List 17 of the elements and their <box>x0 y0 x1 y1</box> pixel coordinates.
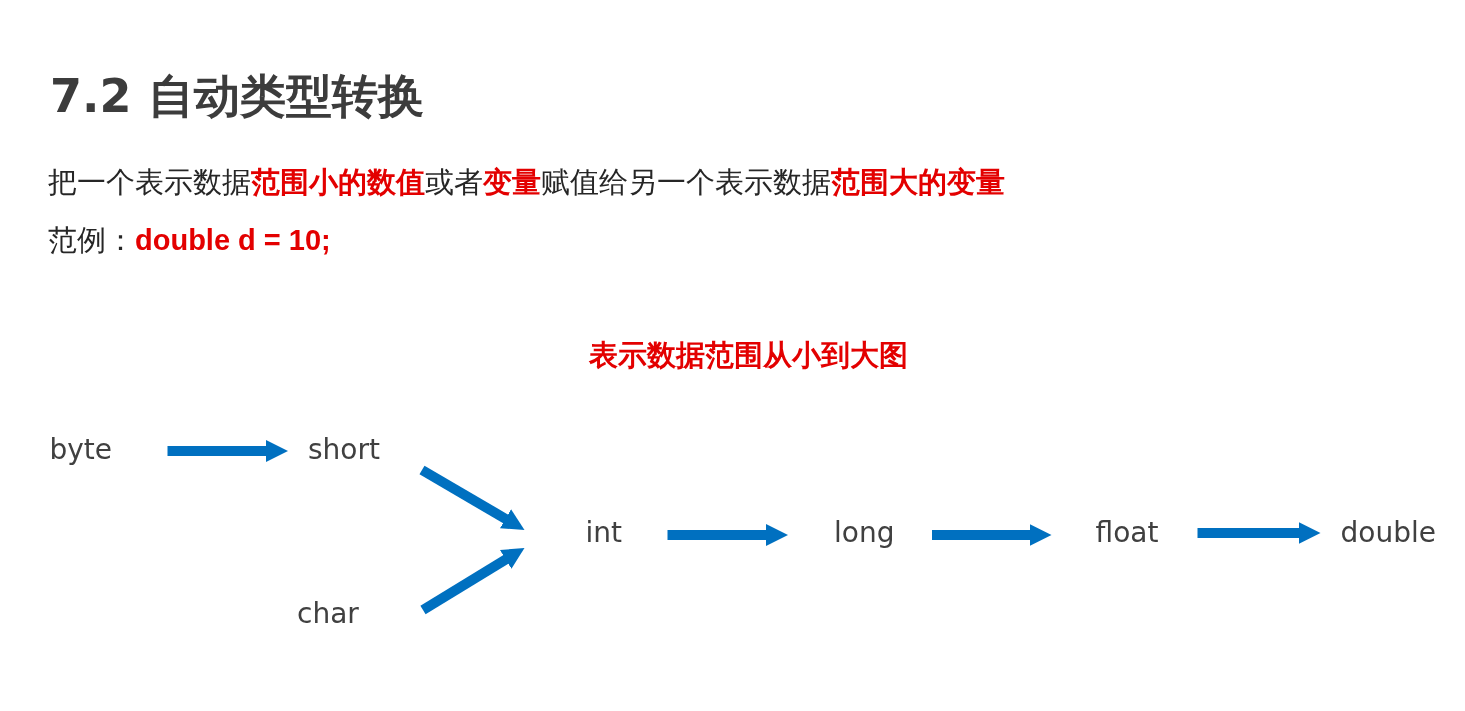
type-name: byte <box>47 433 115 467</box>
type-name: char <box>295 597 361 631</box>
type-name: double <box>1338 516 1438 550</box>
type-name: short <box>306 433 382 467</box>
arrow <box>1197 522 1321 544</box>
arrow <box>167 440 288 462</box>
description-text: 把一个表示数据范围小的数值或者变量赋值给另一个表示数据范围大的变量 <box>48 164 1005 200</box>
arrow <box>932 524 1052 546</box>
example-line: 范例：double d = 10; <box>48 222 331 258</box>
arrow <box>419 465 525 530</box>
type-name: long <box>832 516 897 550</box>
figure-heading: 表示数据范围从小到大图 <box>588 337 908 373</box>
arrow <box>420 547 525 615</box>
type-name: float <box>1093 516 1161 550</box>
type-name: int <box>583 516 624 550</box>
arrow <box>667 524 788 546</box>
title: 7.2 自动类型转换 <box>50 68 424 124</box>
